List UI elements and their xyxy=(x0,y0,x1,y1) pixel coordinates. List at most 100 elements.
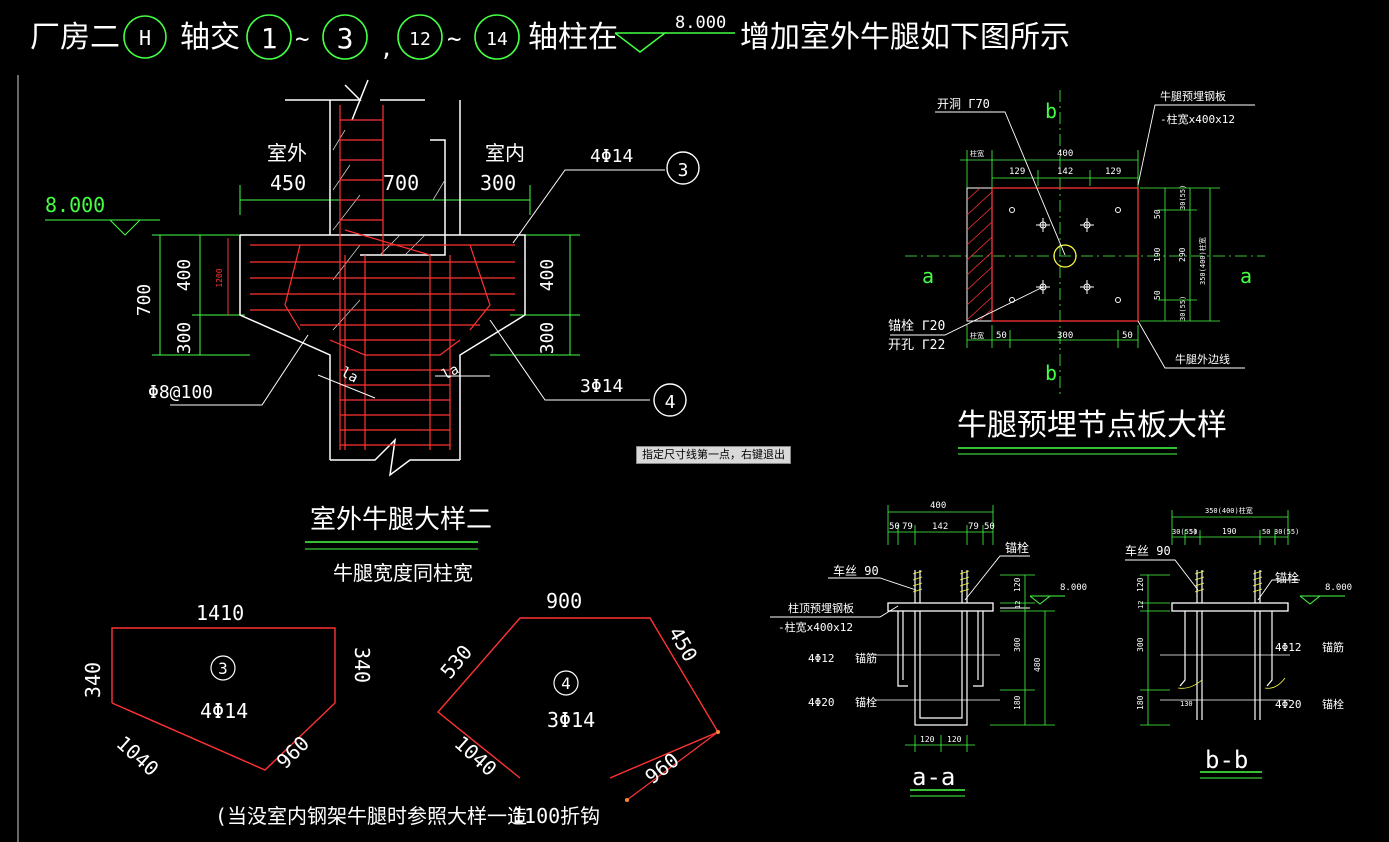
aa-v480: 480 xyxy=(1033,657,1042,672)
aa-thread: 车丝 90 xyxy=(833,563,879,578)
header-suffix: 增加室外牛腿如下图所示 xyxy=(740,20,1070,55)
aa-b120a: 120 xyxy=(920,735,935,744)
corbel-elev-symbol xyxy=(109,219,142,236)
aa-v180: 180 xyxy=(1013,695,1022,710)
mark-3-circle xyxy=(666,151,700,185)
plate-dim-142: 142 xyxy=(1057,167,1073,177)
plate-dim-129b: 129 xyxy=(1105,167,1121,177)
bar4-spec: 3Φ14 xyxy=(547,708,595,732)
bb-dim-top: 350(400)柱宽 xyxy=(1205,506,1253,515)
header-axis-cross: 轴交 xyxy=(180,20,240,55)
bar3-diag-left: 1040 xyxy=(112,731,164,781)
bar4-mark-circle xyxy=(553,670,579,696)
section-bb: 350(400)柱宽 30(55) 50 190 50 30(55) xyxy=(1125,506,1352,779)
stirrup-label: Φ8@100 xyxy=(148,382,213,403)
section-aa: 400 50 79 142 79 50 xyxy=(770,501,1087,797)
bar4-shape xyxy=(436,617,720,779)
plate-small-a: 柱宽 xyxy=(970,149,984,158)
bb-rebar2-lbl: 锚栓 xyxy=(1322,697,1344,711)
corbel-note: 牛腿宽度同柱宽 xyxy=(333,561,473,585)
aa-b120b: 120 xyxy=(947,735,962,744)
aa-rebar1: 4Φ12 xyxy=(808,652,835,665)
dim-300-left: 300 xyxy=(174,322,195,355)
anchor-la-1: la xyxy=(338,364,360,386)
bar3-spec: 4Φ14 xyxy=(200,699,248,723)
aa-v120: 120 xyxy=(1013,577,1022,592)
aa-anchor: 锚栓 xyxy=(1005,540,1029,555)
mark-4-circle xyxy=(653,383,687,417)
bar4-len: 900 xyxy=(546,589,582,613)
plate-dim-r350: 350(400)柱宽 xyxy=(1198,237,1207,285)
header-axis-col: 轴柱在 xyxy=(528,20,618,55)
bb-dim-0: 30(55) xyxy=(1172,528,1197,536)
plate-dim-r30b: 30(55) xyxy=(1179,296,1187,321)
plate-dim-50a: 50 xyxy=(996,331,1007,341)
bar3-len: 1410 xyxy=(196,601,244,625)
command-tooltip: 指定尺寸线第一点，右键退出 xyxy=(636,446,791,464)
plate-dim-r190: 190 xyxy=(1153,247,1162,262)
aa-title: a-a xyxy=(912,763,955,791)
bar4-right: 450 xyxy=(664,623,703,666)
plate-small-b: 柱宽 xyxy=(970,331,984,340)
bb-anchor: 锚栓 xyxy=(1275,570,1299,585)
plate-hole-top: 开洞 Γ70 xyxy=(937,97,990,111)
bb-rebar2: 4Φ20 xyxy=(1275,698,1302,711)
axis-1-label: 1 xyxy=(261,22,278,55)
bar4-mark: 4 xyxy=(561,674,571,693)
label-outdoor: 室外 xyxy=(267,141,307,165)
bb-dim-3: 50 xyxy=(1262,528,1270,536)
header-tilde-1: ~ xyxy=(295,25,309,53)
aa-dim-2: 142 xyxy=(932,522,948,532)
bb-rebar1: 4Φ12 xyxy=(1275,641,1302,654)
aa-dim-0: 50 xyxy=(889,522,900,532)
bb-thread: 车丝 90 xyxy=(1125,543,1171,558)
elevation-symbol-header xyxy=(614,32,668,53)
bb-hook: 130 xyxy=(1180,700,1193,708)
corbel-rebars xyxy=(250,105,515,450)
dim-700-left: 700 xyxy=(134,284,155,317)
plate-spec: -柱宽x400x12 xyxy=(1160,112,1235,126)
bar3-right: 340 xyxy=(350,647,374,683)
plate-outline-label: 牛腿外边线 xyxy=(1175,352,1230,366)
plate-hole xyxy=(1053,244,1077,268)
plate-dim-400: 400 xyxy=(1057,149,1073,159)
corbel-elevation: 8.000 xyxy=(45,193,105,217)
axis-bubble-h xyxy=(123,15,167,59)
mark-3-label: 3 xyxy=(678,160,689,181)
bb-plate xyxy=(1171,602,1289,612)
bb-v300: 300 xyxy=(1136,637,1145,652)
dim-400-right: 400 xyxy=(537,259,558,292)
aa-dim-3: 79 xyxy=(968,522,979,532)
bb-elev: 8.000 xyxy=(1325,583,1352,593)
plate-outline xyxy=(991,187,1139,322)
aa-rebar1-lbl: 锚筋 xyxy=(855,651,877,665)
plate-label-b-bot: b xyxy=(1045,361,1057,385)
header-comma: , xyxy=(380,37,393,62)
plate-dim-r30a: 30(55) xyxy=(1179,185,1187,210)
plate-dim-r290: 290 xyxy=(1178,247,1187,262)
aa-v300: 300 xyxy=(1013,637,1022,652)
bar3-mark-circle xyxy=(210,655,236,681)
aa-rebar2: 4Φ20 xyxy=(808,696,835,709)
bar-shapes: 1410 340 340 1040 960 3 4Φ14 900 530 450… xyxy=(81,589,720,828)
header-elevation: 8.000 xyxy=(675,13,726,33)
dim-700-top: 700 xyxy=(383,171,419,195)
aa-plate1: 柱顶预埋钢板 xyxy=(788,601,854,615)
corbel-outline xyxy=(239,84,526,477)
corbel-detail: 8.000 700 400 300 1200 400 300 室外 室内 450… xyxy=(45,79,700,585)
aa-elev: 8.000 xyxy=(1060,583,1087,593)
dim-450: 450 xyxy=(270,171,306,195)
bb-dim-1: 50 xyxy=(1189,528,1197,536)
aa-plate xyxy=(887,602,994,612)
bb-v120: 120 xyxy=(1136,577,1145,592)
bb-title: b-b xyxy=(1205,746,1248,774)
axis-h-label: H xyxy=(139,26,151,50)
plate-embed: 牛腿预埋钢板 xyxy=(1160,89,1226,103)
bar3-left: 340 xyxy=(81,662,105,698)
plate-dim-129a: 129 xyxy=(1009,167,1025,177)
axis-bubble-14 xyxy=(474,14,520,60)
header-prefix: 厂房二 xyxy=(30,20,120,55)
aa-dim-400: 400 xyxy=(930,501,946,511)
